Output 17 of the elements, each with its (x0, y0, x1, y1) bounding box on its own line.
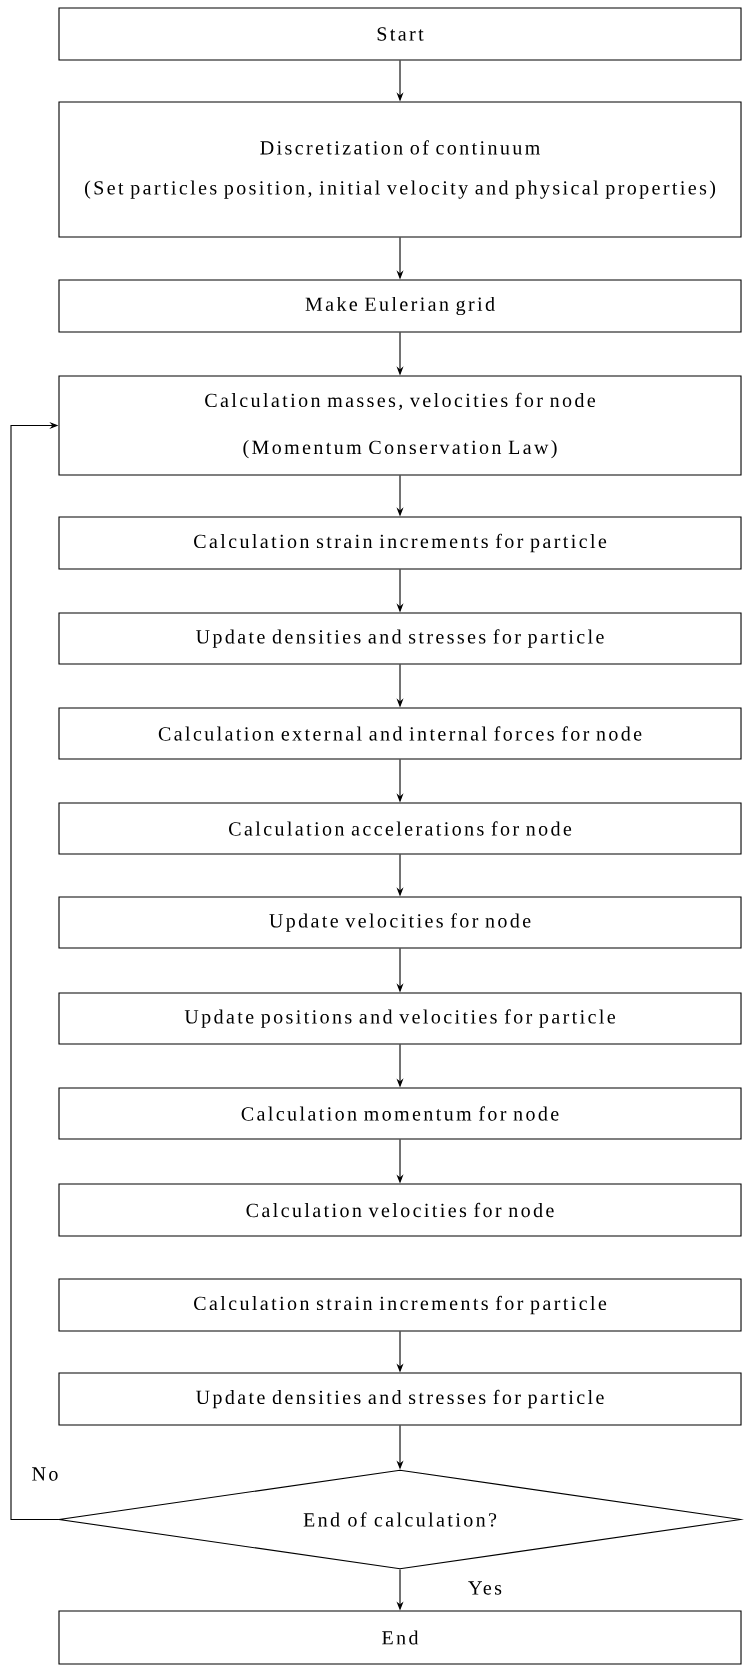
process-box: Calculation masses, velocities for node (Momentum Conservation Law) (58, 375, 742, 476)
process-box: Start (58, 7, 742, 61)
arrow (10, 421, 59, 1521)
process-box: Update densities and stresses for particle (58, 612, 742, 665)
process-box: Make Eulerian grid (58, 279, 742, 333)
process-box: End (58, 1610, 742, 1665)
process-box: Update velocities for node (58, 896, 742, 949)
edge-label: Yes (467, 1580, 503, 1596)
process-box: Update positions and velocities for particle (58, 992, 742, 1045)
process-box: Calculation external and internal forces for node (58, 707, 742, 760)
process-box: Calculation velocities for node (58, 1183, 742, 1237)
process-box: Calculation strain increments for particle (58, 516, 742, 570)
process-box: Calculation momentum for node (58, 1087, 742, 1140)
process-box: Update densities and stresses for particle (58, 1372, 742, 1426)
process-box: Calculation strain increments for particle (58, 1278, 742, 1332)
process-box: Calculation accelerations for node (58, 802, 742, 855)
process-box: Discretization of continuum (Set particles position, initial velocity and physical properties) (58, 101, 742, 238)
